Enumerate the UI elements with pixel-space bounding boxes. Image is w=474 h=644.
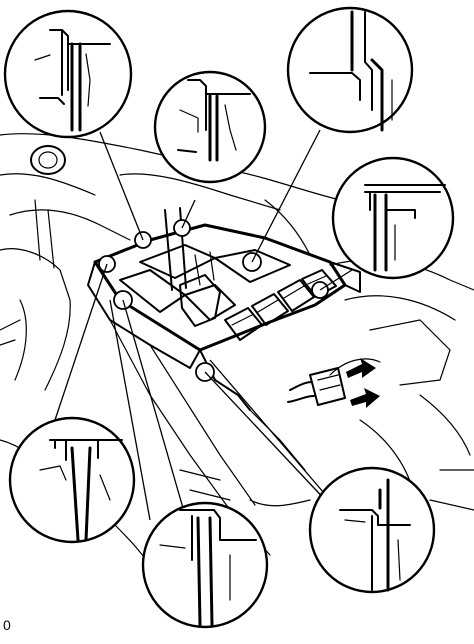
- arrow-icon: [346, 358, 376, 378]
- figure-code: 0: [3, 617, 11, 633]
- wire-connector: [287, 367, 346, 406]
- switch-cluster: [224, 269, 337, 341]
- detail-view-clip-5: [8, 416, 136, 544]
- detail-view-clip-3: [286, 6, 414, 134]
- detail-view-clip-4: [331, 156, 455, 280]
- detail-view-clip-2: [153, 70, 267, 184]
- detail-view-clip-1: [3, 9, 133, 139]
- callout-lines: [54, 129, 353, 521]
- clip-markers: [98, 219, 329, 382]
- detail-view-clip-7: [308, 466, 436, 594]
- detail-view-clip-6: [141, 501, 269, 629]
- arrow-icon: [350, 388, 380, 408]
